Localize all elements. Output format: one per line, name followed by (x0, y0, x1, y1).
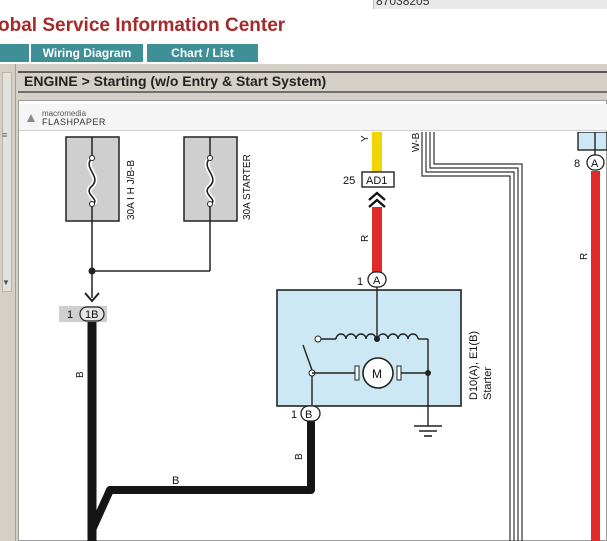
wiring-diagram[interactable]: 30A I H J/B-B 30A STARTER 1 1B B B B Y 2… (19, 132, 607, 541)
connector-a-right (586, 154, 605, 171)
viewer-toolbar (19, 104, 607, 131)
wire-b-horizontal-label: B (172, 475, 179, 487)
starter-component: M (276, 287, 462, 437)
tab-chart-list[interactable]: Chart / List (147, 44, 260, 62)
wire-y-label: Y (360, 135, 371, 142)
motor-symbol: M (372, 367, 382, 381)
fuse-1-label: 30A I H J/B-B (126, 160, 137, 220)
wire-b-starter-label: B (294, 453, 305, 460)
right-component (577, 132, 607, 151)
brand-line1: macromedia (42, 109, 87, 118)
connector-b (300, 405, 321, 422)
wire-wb-label: W-B (411, 132, 422, 152)
breadcrumb-bar (18, 71, 607, 91)
component-id: D10(A), E1(B) (468, 331, 480, 400)
fuse-2-label: 30A STARTER (242, 154, 253, 220)
connector-1b-pin: 1 (67, 309, 73, 321)
separator (18, 91, 607, 93)
fuse-2 (183, 136, 238, 222)
connector-ad1-label: AD1 (366, 175, 387, 187)
app-title: obal Service Information Center (0, 15, 286, 36)
connector-a-pin: 1 (357, 276, 363, 288)
wire-r-label: R (360, 235, 371, 242)
connector-a-label: A (373, 275, 381, 287)
connector-a-right-pin: 8 (574, 158, 580, 170)
connector-arrow-icon (84, 292, 100, 303)
connector-1b-label: 1B (85, 309, 98, 321)
fuse-junction-wires (91, 221, 211, 298)
wire-b-vertical-label: B (75, 371, 86, 378)
connector-ad1 (361, 171, 395, 188)
black-wire-starter (88, 420, 315, 532)
connector-1b (79, 306, 105, 322)
red-wire (372, 207, 382, 273)
tab-wiring-diagram[interactable]: Wiring Diagram (31, 44, 145, 62)
fuse-1 (65, 136, 120, 222)
connector-chevron-icon (368, 191, 386, 208)
component-name: Starter (482, 367, 494, 400)
connector-b-label: B (305, 409, 312, 421)
breadcrumb: ENGINE > Starting (w/o Entry & Start Sys… (24, 73, 327, 89)
brand-line2: FLASHPAPER (42, 117, 106, 127)
wire-r-right-label: R (579, 253, 590, 260)
connector-b-pin: 1 (291, 409, 297, 421)
connector-ad1-pin: 25 (343, 175, 355, 187)
wb-wire-bundle (421, 132, 523, 541)
document-number: 87038205 (373, 0, 607, 9)
splice-point (88, 267, 96, 275)
connector-a-right-label: A (591, 158, 599, 170)
sidebar-scrollbar[interactable] (2, 72, 12, 292)
yellow-wire (372, 132, 382, 172)
flashpaper-logo-icon (27, 114, 35, 122)
sidebar-grip-icon: ≡ (2, 130, 8, 140)
tab-previous[interactable] (0, 44, 31, 62)
red-wire-right (591, 171, 600, 541)
scroll-down-icon[interactable]: ▼ (2, 278, 10, 287)
